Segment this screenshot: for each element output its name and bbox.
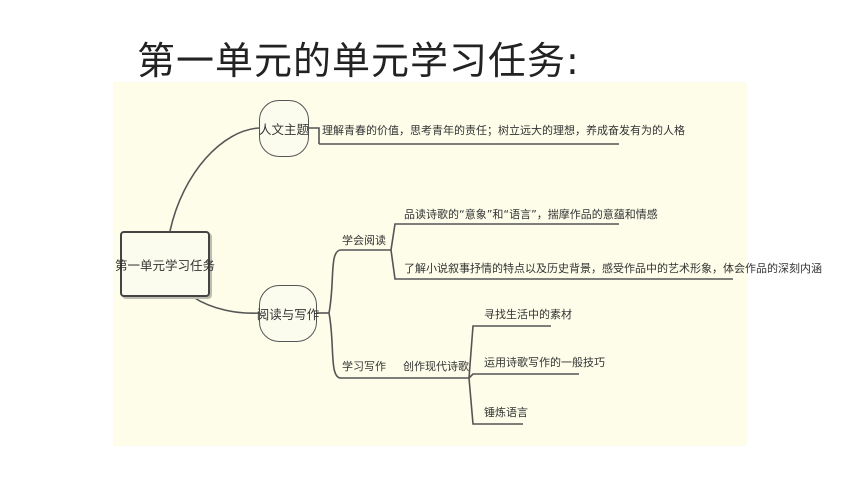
- sub-node-learn-reading: 学会阅读: [342, 234, 386, 247]
- leaf-use-techniques: 运用诗歌写作的一般技巧: [484, 356, 605, 369]
- root-node: 第一单元学习任务: [115, 231, 215, 297]
- branch-node-humanities: 人文主题: [259, 100, 309, 157]
- mind-map: 第一单元学习任务 人文主题 理解青春的价值，思考青年的责任；树立远大的理想，养成…: [113, 82, 822, 446]
- humanities-text: 理解青春的价值，思考青年的责任；树立远大的理想，养成奋发有为的人格: [322, 124, 685, 137]
- branch-node-reading-writing: 阅读与写作: [257, 285, 319, 342]
- node-create-poetry: 创作现代诗歌: [403, 360, 469, 373]
- sub-node-learn-writing: 学习写作: [342, 360, 386, 373]
- reading-text-poetry: 品读诗歌的“意象”和“语言”，揣摩作品的意蕴和情感: [404, 208, 658, 221]
- reading-text-novel: 了解小说叙事抒情的特点以及历史背景，感受作品中的艺术形象，体会作品的深刻内涵: [404, 262, 822, 275]
- leaf-refine-language: 锤炼语言: [484, 406, 528, 419]
- slide-title: 第一单元的单元学习任务:: [137, 39, 580, 83]
- connector-lines: [169, 127, 733, 425]
- leaf-find-material: 寻找生活中的素材: [484, 308, 572, 321]
